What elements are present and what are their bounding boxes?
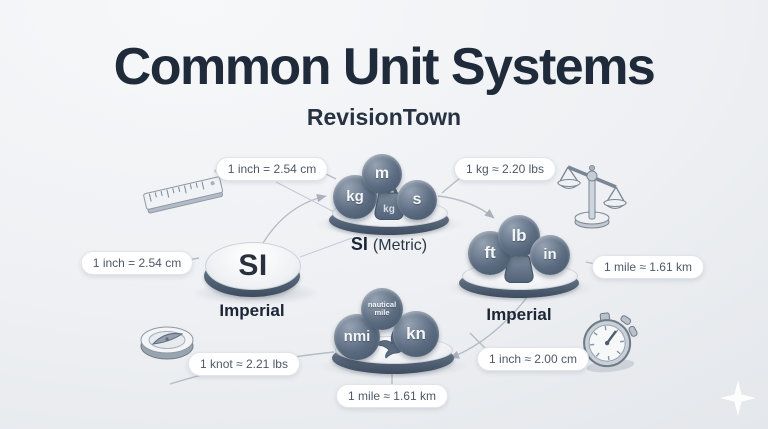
unit-label-nmi: nmi [343, 328, 371, 346]
si-metric-label-secondary: (Metric) [372, 237, 428, 254]
ruler-icon [143, 176, 224, 214]
imperial-left-label: Imperial [182, 301, 322, 321]
callout-mile-km-bottom: 1 mile ≈ 1.61 km [336, 384, 448, 408]
page-title: Common Unit Systems [113, 38, 656, 96]
unit-label-kg: kg [346, 188, 364, 206]
unit-label-kn: kn [406, 324, 426, 344]
disc-top: SI [205, 242, 301, 290]
callout-inch-cm-bottom: 1 inch ≈ 2.00 cm [477, 347, 589, 371]
unit-sphere-in: in [530, 235, 570, 275]
imperial-left-label-text: Imperial [219, 301, 285, 320]
unit-label-s: s [412, 190, 422, 208]
callout-knot-lbs: 1 knot ≈ 2.21 lbs [188, 352, 300, 376]
unit-label-lb: lb [511, 226, 527, 246]
unit-sphere-m: m [362, 154, 402, 194]
imperial-right-label-text: Imperial [486, 305, 552, 324]
weight-label: kg [383, 204, 395, 215]
stopwatch-icon [583, 312, 638, 373]
unit-label-nautical-mile: nautical mile [367, 300, 397, 317]
callout-kg-lbs: 1 kg ≈ 2.20 lbs [454, 157, 556, 181]
unit-sphere-kn: kn [393, 311, 439, 357]
compass-icon [140, 326, 194, 360]
unit-label-m: m [374, 164, 390, 182]
disc-label: SI [238, 249, 268, 282]
si-metric-label-bold: SI [350, 234, 368, 254]
callout-inch-cm-left: 1 inch = 2.54 cm [80, 251, 194, 275]
callout-inch-cm-top: 1 inch = 2.54 cm [215, 157, 329, 181]
unit-label-ft: ft [484, 243, 496, 263]
imperial-right-label: Imperial [449, 305, 589, 325]
unit-sphere-s: s [397, 180, 437, 220]
unit-label-in: in [543, 246, 557, 264]
si-metric-label: SI (Metric) [319, 234, 459, 255]
balance-scale-icon [556, 165, 628, 229]
unit-sphere-nautical-mile: nautical mile [361, 288, 403, 330]
callout-mile-km-right: 1 mile ≈ 1.61 km [592, 255, 704, 279]
brand-subtitle: RevisionTown [306, 104, 462, 130]
